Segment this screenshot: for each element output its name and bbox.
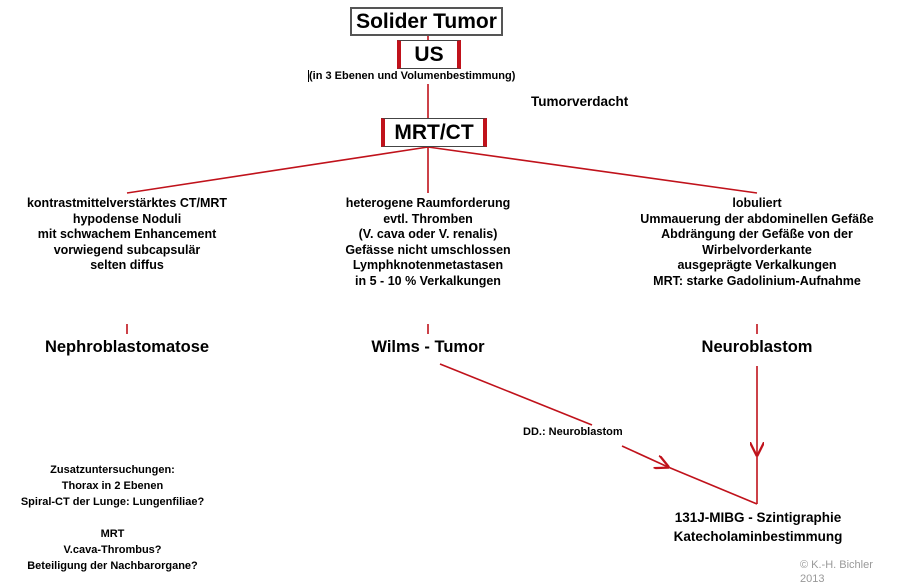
- note-line: Zusatzuntersuchungen:: [50, 464, 175, 476]
- copyright: © K.-H. Bichler 2013: [800, 558, 873, 586]
- mrt-box: MRT/CT: [381, 118, 487, 147]
- final-line: 131J-MIBG - Szintigraphie: [674, 510, 842, 525]
- note-line: Thorax in 2 Ebenen: [61, 480, 164, 492]
- findings-right: lobuliert Ummauerung der abdominellen Ge…: [617, 196, 897, 289]
- note-line: MRT: [100, 528, 125, 540]
- finding-line: Gefässe nicht umschlossen: [345, 242, 511, 257]
- line-mrt-to-right: [427, 146, 758, 194]
- final-line: Katecholaminbestimmung: [673, 529, 843, 544]
- findings-left: kontrastmittelverstärktes CT/MRT hypoden…: [17, 196, 237, 274]
- finding-line: evtl. Thromben: [383, 211, 473, 226]
- findings-center: heterogene Raumforderung evtl. Thromben …: [318, 196, 538, 289]
- final-tests: 131J-MIBG - Szintigraphie Katecholaminbe…: [628, 508, 888, 546]
- line-mrt-to-left: [126, 146, 429, 194]
- finding-line: Ummauerung der abdominellen Gefäße: [640, 211, 874, 226]
- us-label: US: [414, 42, 444, 66]
- finding-line: mit schwachem Enhancement: [37, 227, 217, 241]
- title-box: Solider Tumor: [350, 7, 503, 36]
- copyright-year: 2013: [800, 573, 825, 585]
- us-box: US: [397, 40, 461, 69]
- copyright-author: © K.-H. Bichler: [800, 559, 873, 571]
- tumor-suspicion: Tumorverdacht: [531, 94, 629, 109]
- note-line: V.cava-Thrombus?: [63, 544, 162, 556]
- line-mibg-join: [667, 466, 758, 505]
- line-wilms-to-dd: [439, 363, 593, 426]
- finding-line: lobuliert: [732, 196, 782, 210]
- dd-label: DD.: Neuroblastom: [523, 426, 623, 438]
- mrt-label: MRT/CT: [394, 120, 474, 144]
- finding-line: Lymphknotenmetastasen: [352, 258, 504, 272]
- finding-line: ausgeprägte Verkalkungen: [677, 258, 837, 272]
- note-line: Spiral-CT der Lunge: Lungenfiliae?: [20, 496, 205, 508]
- arrow-dd-to-mibg: [621, 445, 668, 467]
- us-note: (in 3 Ebenen und Volumenbestimmung): [309, 70, 516, 82]
- finding-line: Wirbelvorderkante: [702, 242, 812, 257]
- finding-line: Abdrängung der Gefäße von der: [661, 227, 853, 241]
- finding-line: heterogene Raumforderung: [345, 196, 511, 210]
- finding-line: in 5 - 10 % Verkalkungen: [355, 273, 501, 288]
- finding-line: kontrastmittelverstärktes CT/MRT: [26, 196, 228, 210]
- result-nephroblastomatose: Nephroblastomatose: [44, 338, 210, 356]
- finding-line: hypodense Noduli: [72, 211, 182, 226]
- additional-exams: Zusatzuntersuchungen: Thorax in 2 Ebenen…: [0, 462, 225, 574]
- finding-line: MRT: starke Gadolinium-Aufnahme: [653, 273, 861, 288]
- finding-line: (V. cava oder V. renalis): [358, 227, 498, 241]
- text-cursor: [308, 70, 309, 82]
- result-wilms-tumor: Wilms - Tumor: [371, 338, 485, 356]
- finding-line: vorwiegend subcapsulär: [53, 242, 201, 257]
- result-neuroblastom: Neuroblastom: [701, 338, 813, 356]
- note-line: Beteiligung der Nachbarorgane?: [27, 560, 198, 572]
- finding-line: selten diffus: [90, 258, 164, 272]
- title-text: Solider Tumor: [356, 9, 497, 33]
